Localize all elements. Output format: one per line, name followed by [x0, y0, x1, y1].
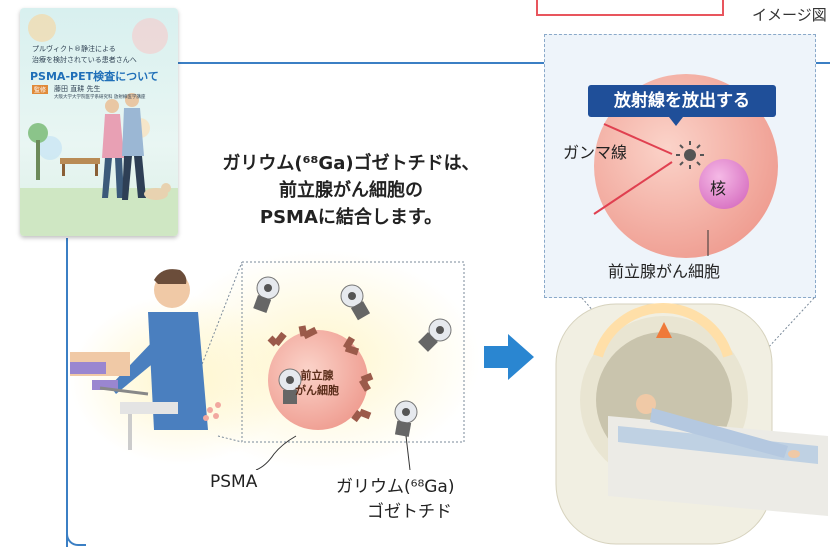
tracer-molecules: [253, 276, 452, 437]
radiation-badge: 放射線を放出する: [588, 85, 776, 117]
gamma-ray-label: ガンマ線: [563, 143, 628, 162]
main-explanation: ガリウム(⁶⁸Ga)ゴゼトチドは、 前立腺がん細胞の PSMAに結合します。: [186, 150, 516, 231]
gallium-label-line1: ガリウム(⁶⁸Ga): [336, 477, 455, 497]
supervisor-affiliation: 大阪大学大学院医学系研究科 放射線医学講座: [54, 95, 146, 100]
frame-top-line: [150, 62, 830, 64]
brochure-illustration: [20, 14, 178, 236]
small-cell-label-line1: 前立腺: [300, 369, 334, 382]
brochure-line2: 治療を検討されている患者さんへ: [32, 56, 137, 64]
radiation-icon: [676, 141, 704, 169]
brochure-line1: プルヴィクト®静注による: [32, 45, 116, 53]
small-cell-label-line2: がん細胞: [295, 384, 339, 397]
nucleus-label: 核: [710, 179, 727, 198]
cancer-cell-label: 前立腺がん細胞: [608, 262, 721, 281]
image-caption: イメージ図: [752, 6, 827, 24]
pet-scanner-illustration: [555, 297, 828, 545]
frame-corner: [66, 520, 86, 546]
cell-zoom-illustration: [593, 74, 778, 258]
cancer-cell: [268, 330, 368, 430]
arrow-right-icon: [484, 334, 534, 380]
brochure-cover: プルヴィクト®静注による 治療を検討されている患者さんへ PSMA-PET検査に…: [20, 8, 178, 236]
psma-label: PSMA: [210, 472, 258, 492]
main-text-line1: ガリウム(⁶⁸Ga)ゴゼトチドは、: [222, 153, 480, 174]
main-text-line2: 前立腺がん細胞の: [279, 180, 423, 201]
brochure-title: PSMA-PET検査について: [30, 70, 159, 83]
top-red-box: [536, 0, 724, 16]
gallium-label-line2: ゴゼトチド: [367, 502, 452, 522]
frame-left-line: [66, 238, 68, 547]
main-text-line3: PSMAに結合します。: [259, 207, 443, 228]
supervisor-name: 藤田 直耕 先生: [54, 85, 101, 93]
injection-illustration: [70, 250, 480, 470]
small-cell-label: 前立腺 がん細胞: [287, 368, 347, 398]
supervisor-badge: 監修: [32, 85, 49, 94]
